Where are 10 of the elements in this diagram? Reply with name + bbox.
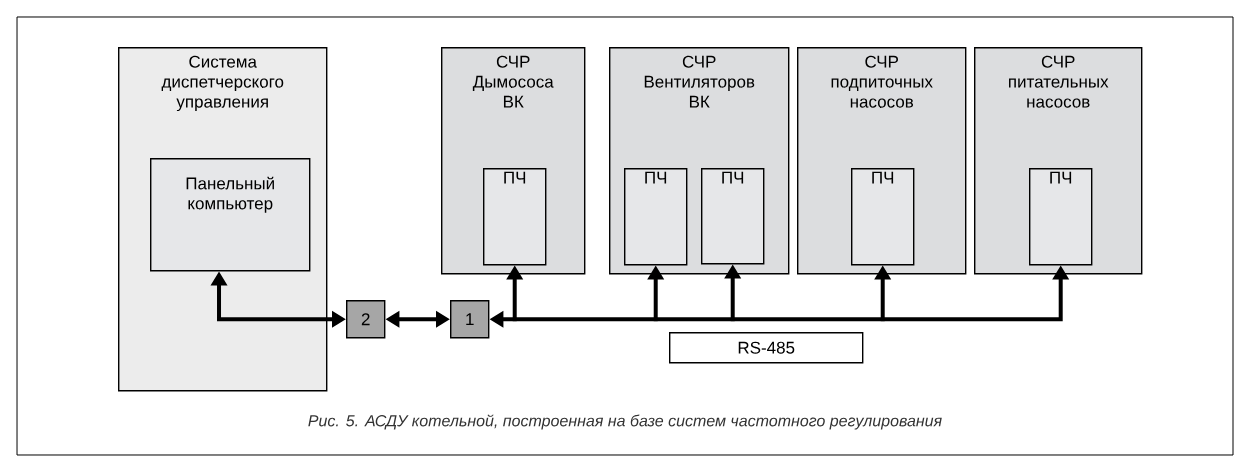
converter-box: ПЧ — [624, 168, 688, 266]
numbered-box: 2 — [346, 300, 386, 339]
computer-box: Панельный компьютер — [150, 158, 311, 272]
converter-box: ПЧ — [483, 168, 547, 266]
bus-label-box: RS-485 — [669, 332, 864, 364]
converter-box: ПЧ — [1029, 168, 1093, 266]
numbered-box: 1 — [450, 300, 490, 339]
caption: Рис. 5. АСДУ котельной, построенная на базе систем частотного регулирования — [308, 414, 942, 430]
converter-box: ПЧ — [701, 168, 765, 265]
converter-box: ПЧ — [851, 168, 915, 266]
